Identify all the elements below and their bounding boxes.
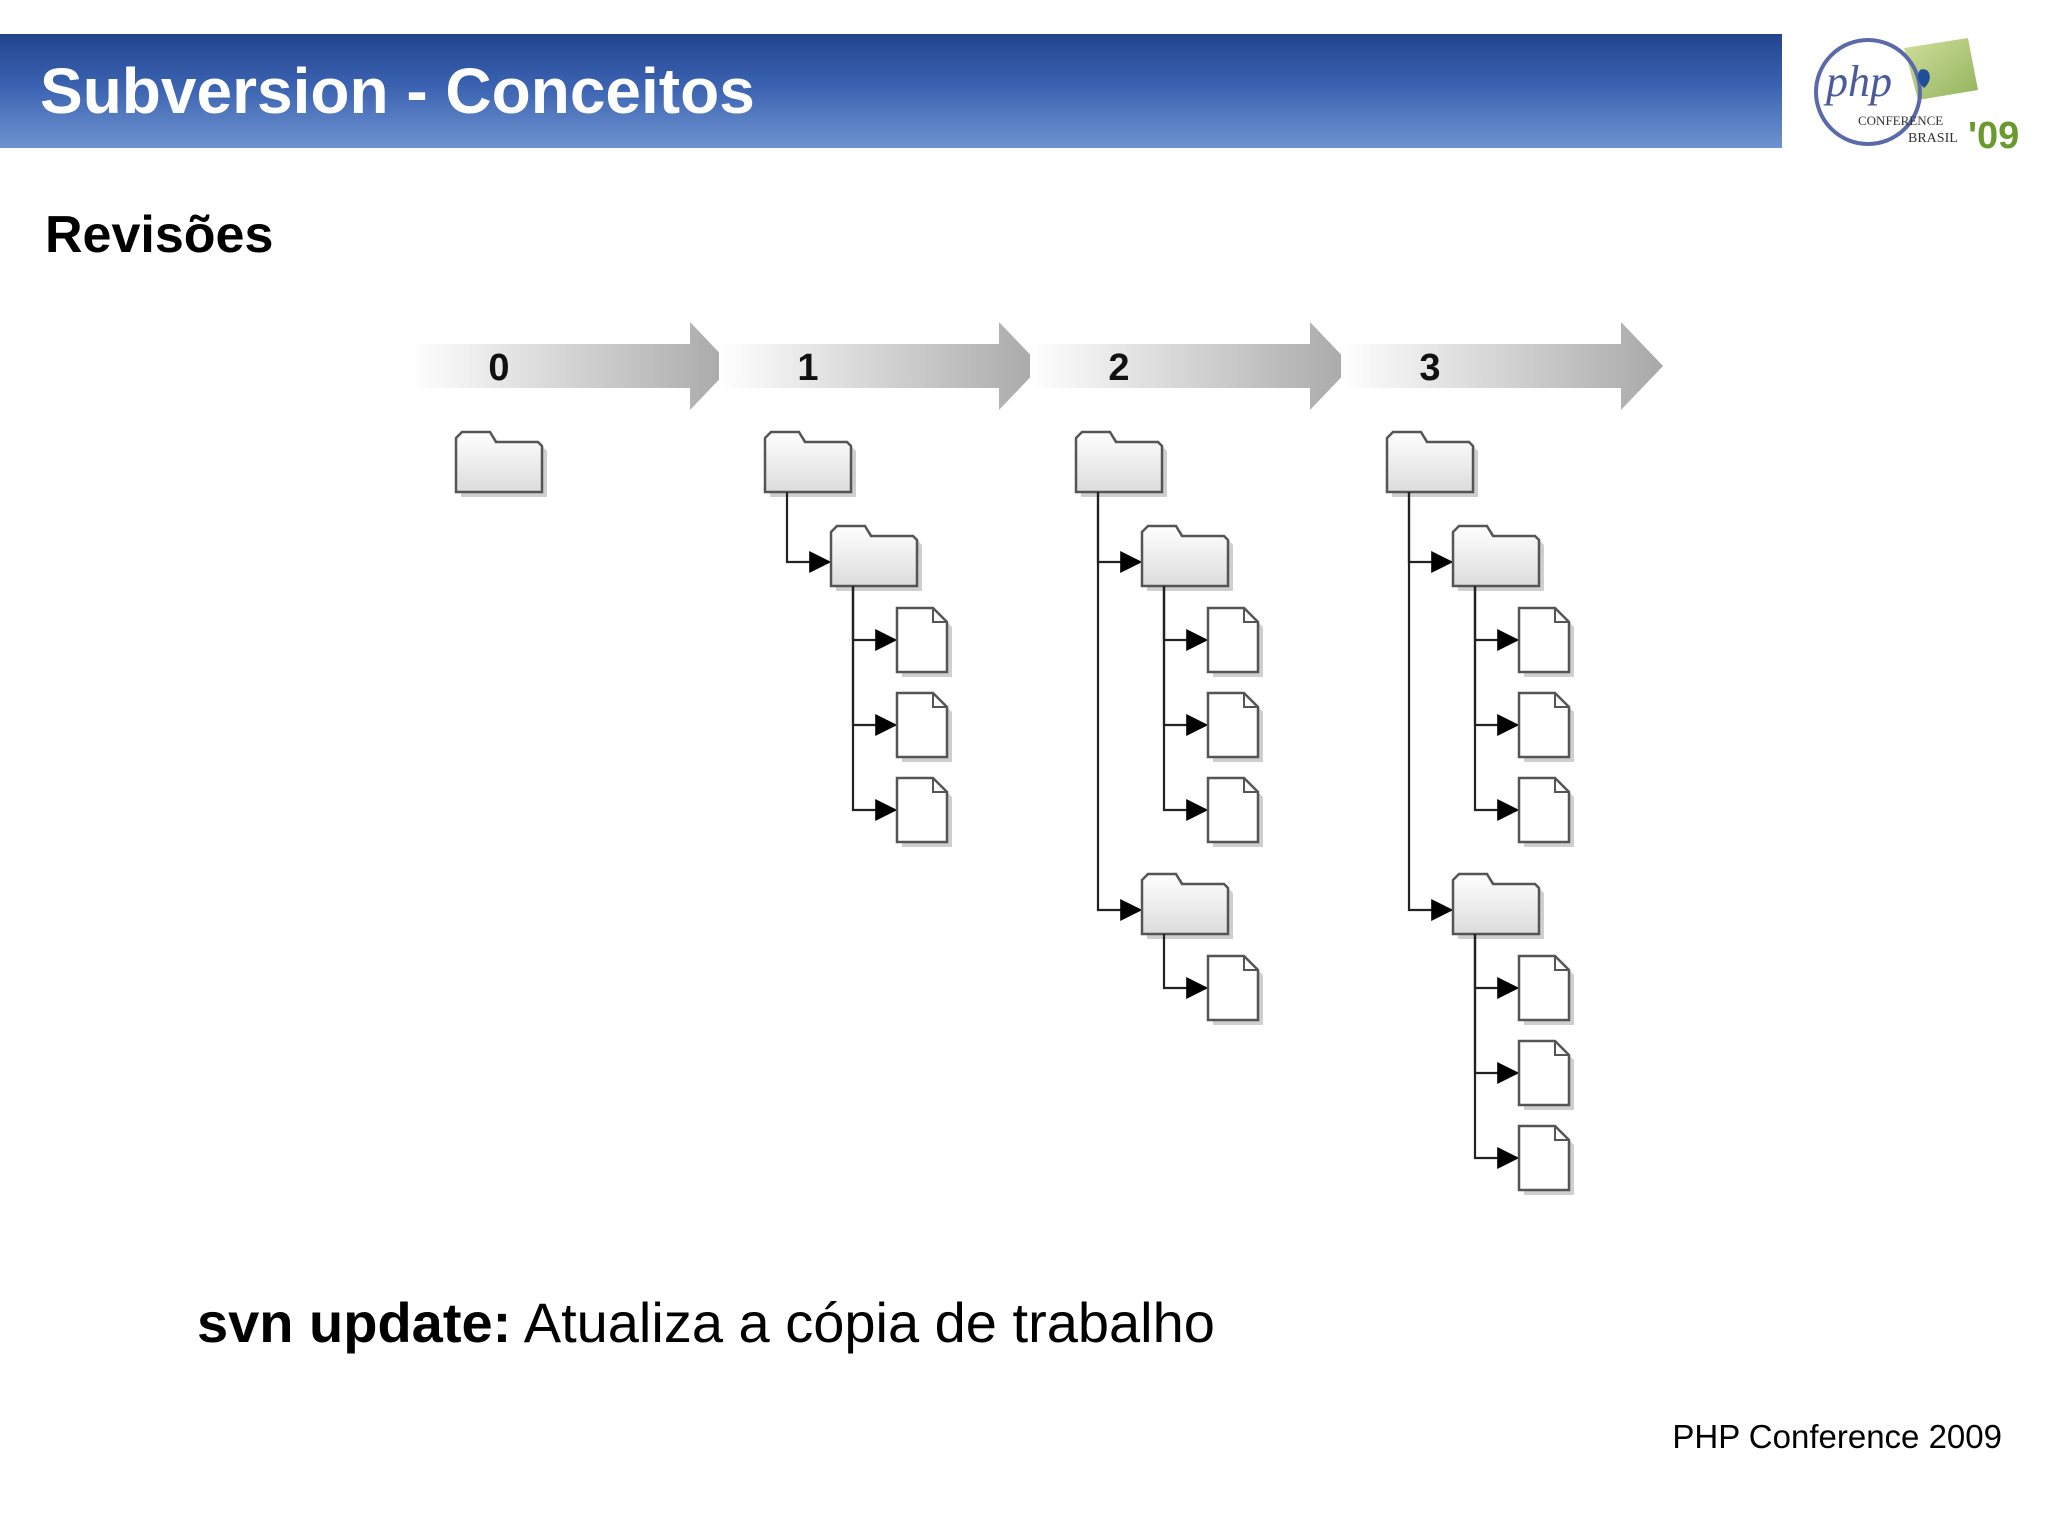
file-a2-rev2: [1206, 776, 1260, 844]
folder-a-rev2: [1140, 524, 1230, 588]
file-a0-rev2-fold: [1243, 608, 1258, 623]
file-a2-rev1-fold: [932, 778, 947, 793]
file-a1-rev1: [895, 691, 949, 759]
revision-arrow-1: [719, 322, 1041, 410]
logo-text-php: php: [1823, 57, 1892, 106]
connector-a-file2-rev1: [851, 586, 898, 821]
folder-b-rev2: [1140, 872, 1230, 936]
connector-root-b-rev2: [1096, 492, 1143, 921]
logo-text-conference: CONFERENCE: [1858, 113, 1943, 128]
logo-text-brasil: BRASIL: [1908, 131, 1958, 146]
connector-root-a-rev1: [785, 492, 832, 573]
revision-arrow-0: [410, 322, 732, 410]
folder-root-rev0: [454, 430, 544, 494]
revision-label-0: 0: [488, 347, 509, 389]
connector-root-b-rev3: [1407, 492, 1454, 921]
file-b0-rev3-fold: [1554, 956, 1569, 971]
file-a1-rev3-fold: [1554, 693, 1569, 708]
connector-b-file0-rev3: [1473, 934, 1520, 999]
connector-a-file1-rev2: [1162, 586, 1209, 736]
header-bar: [0, 34, 1782, 148]
file-a1-rev2-fold: [1243, 693, 1258, 708]
file-b1-rev3-fold: [1554, 1041, 1569, 1056]
file-a0-rev1: [895, 606, 949, 674]
folder-root-rev3: [1385, 430, 1475, 494]
connector-b-file0-rev2: [1162, 934, 1209, 999]
caption-command: svn update:: [197, 1291, 512, 1354]
connector-a-file0-rev3: [1473, 586, 1520, 651]
file-a0-rev1-fold: [932, 608, 947, 623]
file-a1-rev1-fold: [932, 693, 947, 708]
folder-root-rev2: [1074, 430, 1164, 494]
file-a1-rev2: [1206, 691, 1260, 759]
file-a1-rev3: [1517, 691, 1571, 759]
file-a0-rev3-fold: [1554, 608, 1569, 623]
connector-a-file0-rev2: [1162, 586, 1209, 651]
connector-b-file1-rev3: [1473, 934, 1520, 1084]
connector-b-file2-rev3: [1473, 934, 1520, 1169]
connector-a-file2-rev2: [1162, 586, 1209, 821]
connector-a-file2-rev3: [1473, 586, 1520, 821]
folder-a-rev1: [829, 524, 919, 588]
revision-label-1: 1: [797, 347, 818, 389]
footer-text: PHP Conference 2009: [1672, 1418, 2002, 1455]
file-a0-rev2: [1206, 606, 1260, 674]
file-a2-rev1: [895, 776, 949, 844]
file-b1-rev3: [1517, 1039, 1571, 1107]
file-b0-rev2-fold: [1243, 956, 1258, 971]
revision-arrow-3: [1341, 322, 1663, 410]
section-title: Revisões: [45, 206, 274, 264]
php-conference-logo: php CONFERENCE BRASIL '09: [1814, 38, 2019, 157]
brazil-map-icon: [1917, 69, 1930, 88]
logo-ring: [1814, 38, 1922, 146]
revision-label-2: 2: [1108, 347, 1129, 389]
file-a2-rev2-fold: [1243, 778, 1258, 793]
connector-a-file1-rev1: [851, 586, 898, 736]
connector-a-file1-rev3: [1473, 586, 1520, 736]
file-a2-rev3: [1517, 776, 1571, 844]
file-a0-rev3: [1517, 606, 1571, 674]
slide-title: Subversion - Conceitos: [40, 55, 755, 127]
file-b2-rev3: [1517, 1124, 1571, 1192]
connector-root-a-rev2: [1096, 492, 1143, 573]
caption-description: Atualiza a cópia de trabalho: [511, 1291, 1215, 1354]
folder-b-rev3: [1451, 872, 1541, 936]
file-b2-rev3-fold: [1554, 1126, 1569, 1141]
file-b0-rev3: [1517, 954, 1571, 1022]
revision-label-3: 3: [1419, 347, 1440, 389]
caption: svn update: Atualiza a cópia de trabalho: [197, 1290, 1215, 1355]
connector-a-file0-rev1: [851, 586, 898, 651]
folder-a-rev3: [1451, 524, 1541, 588]
logo-text-year: '09: [1968, 115, 2019, 157]
connector-root-a-rev3: [1407, 492, 1454, 573]
file-b0-rev2: [1206, 954, 1260, 1022]
revision-arrow-2: [1030, 322, 1352, 410]
folder-root-rev1: [763, 430, 853, 494]
file-a2-rev3-fold: [1554, 778, 1569, 793]
